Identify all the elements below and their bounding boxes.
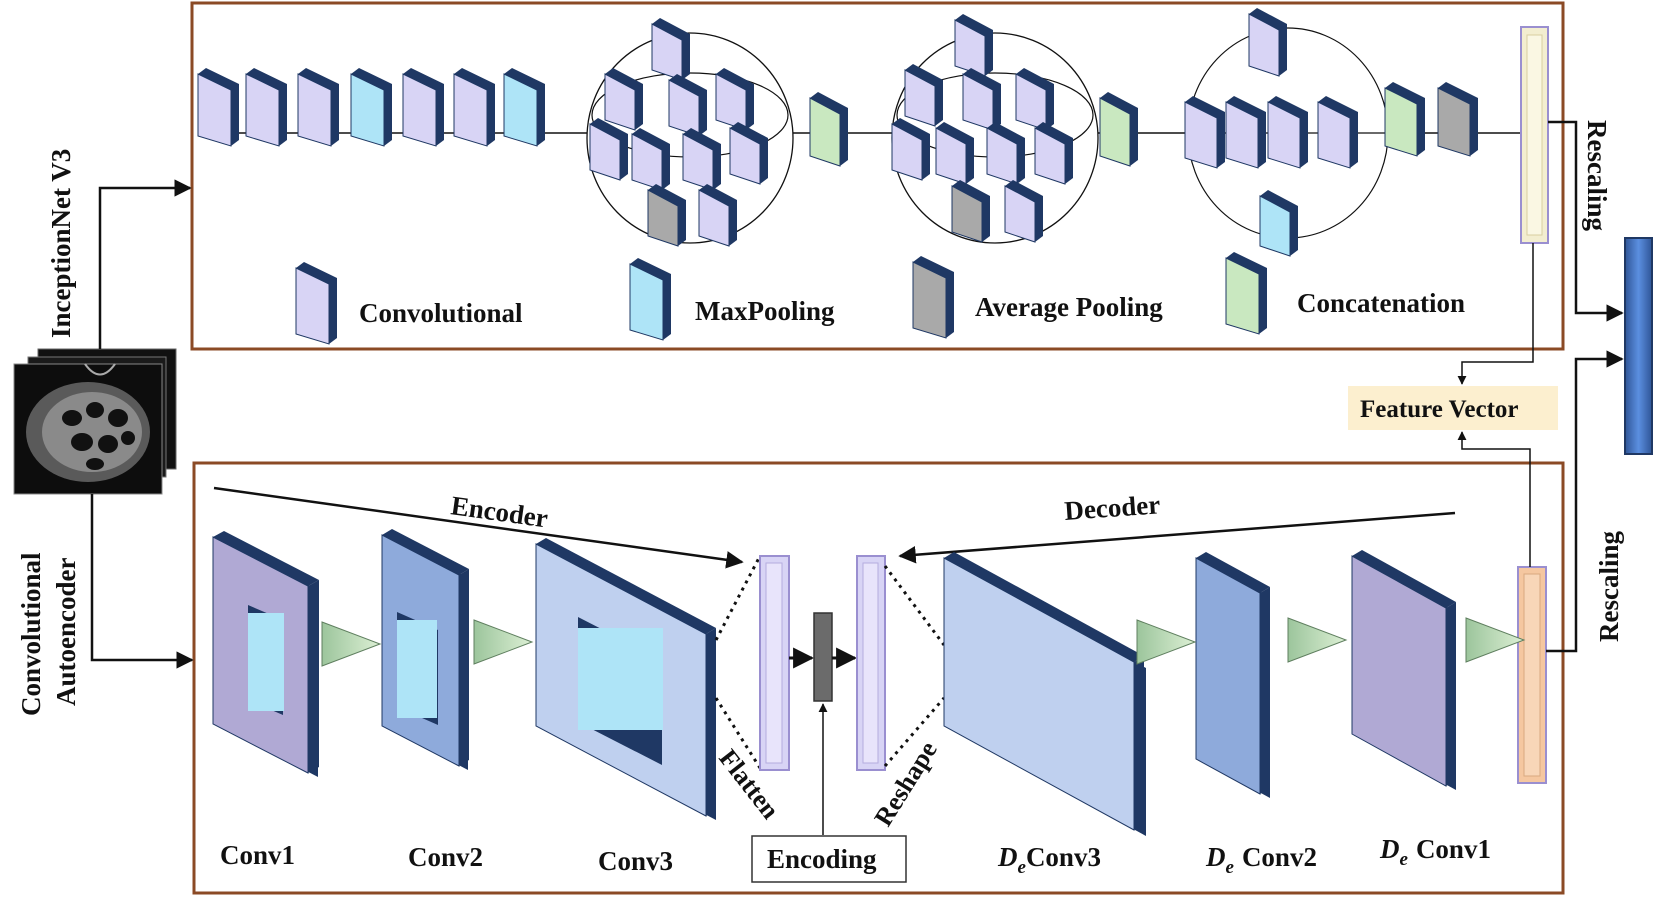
conv-block [589, 118, 628, 181]
concat-block [809, 92, 848, 167]
conv-block [651, 18, 690, 81]
feature-vector-label: Feature Vector [1360, 396, 1519, 423]
transition-triangle [473, 619, 534, 665]
inception-output-bar [1520, 26, 1549, 244]
transition-triangles [321, 617, 1526, 667]
legend-label-maxpooling: MaxPooling [695, 296, 835, 326]
input-to-autoencoder-arrow [90, 494, 194, 669]
autoencoder-label-line1: Convolutional [16, 552, 46, 716]
conv-block [729, 122, 768, 185]
conv-block [954, 14, 993, 77]
rescaling-bottom-label: Rescaling [1594, 531, 1624, 642]
conv-block [1184, 96, 1225, 169]
conv3-label: Conv3 [598, 846, 673, 876]
conv-block [402, 68, 444, 147]
conv-block [453, 68, 495, 147]
avgpool-block [647, 184, 686, 247]
decoder-label: Decoder [1063, 489, 1161, 526]
inception-frame [190, 1, 1565, 351]
encoding-bar [813, 612, 833, 702]
reshape-bar [856, 555, 886, 771]
conv-block [197, 68, 239, 147]
conv-block [1225, 96, 1266, 169]
conv-block [986, 122, 1025, 185]
conv-block [245, 68, 287, 147]
legend-swatch-maxpooling [629, 258, 671, 341]
conv-block [1317, 96, 1358, 169]
encoder-conv2-block [381, 529, 469, 770]
inception-label: InceptionNet V3 [46, 149, 76, 338]
legend-label-convolutional: Convolutional [359, 298, 523, 328]
encoder-conv1-block [212, 531, 319, 777]
conv-block [904, 64, 943, 127]
rescaling-top-label: Rescaling [1582, 120, 1612, 231]
concat-block [1384, 82, 1425, 157]
top-rescaling-arrow [1548, 120, 1624, 322]
maxpool-block [503, 68, 545, 147]
avgpool-block [1437, 82, 1478, 157]
maxpool-block [350, 68, 392, 147]
feature-vector-box [1348, 386, 1558, 430]
conv-block [1267, 96, 1308, 169]
legend-swatch-average-pooling [912, 256, 954, 339]
conv-block [935, 122, 974, 185]
flatten-bar [759, 555, 790, 771]
transition-triangle [1136, 619, 1197, 665]
encoding-label: Encoding [767, 844, 877, 874]
encoding-box [751, 835, 907, 883]
autoencoder-frame [192, 461, 1565, 895]
conv1-label: Conv1 [220, 840, 295, 870]
conv-block [682, 128, 721, 191]
legend-swatch-convolutional [295, 262, 337, 345]
conv-block [698, 184, 737, 247]
decoder-arrow [898, 511, 1456, 564]
conv-block [1034, 122, 1073, 185]
input-to-inception-arrow [98, 179, 192, 349]
conv2-label: Conv2 [408, 842, 483, 872]
bottom-rescaling-arrow [1546, 350, 1624, 653]
avgpool-block [951, 180, 990, 243]
concat-block [1099, 92, 1138, 167]
conv-block [891, 118, 930, 181]
conv-block [1248, 8, 1287, 77]
conv-block [297, 68, 339, 147]
autoencoder-output-bar [1517, 566, 1547, 784]
autoencoder-to-feature-arrow [1457, 431, 1531, 567]
decoder-conv2-block [1195, 552, 1270, 798]
legend [295, 252, 1267, 345]
conv-block [631, 128, 670, 191]
conv-block [604, 68, 643, 131]
transition-triangle [1287, 617, 1348, 663]
legend-label-concatenation: Concatenation [1297, 288, 1465, 318]
maxpool-block [1259, 190, 1298, 257]
decoder-conv1-block [1351, 550, 1456, 790]
conv-block [1015, 68, 1054, 131]
conv-block [1004, 180, 1043, 243]
ultrasound-image-stack [13, 348, 177, 495]
inception-blocks [197, 8, 1478, 257]
encoder-arrow [213, 486, 744, 569]
encoder-conv3-block [535, 538, 716, 820]
transition-triangle [321, 621, 382, 667]
decoder-conv3-block [943, 552, 1146, 836]
autoencoder-label-line2: Autoencoder [51, 558, 81, 706]
conv-block [668, 74, 707, 137]
deconv3-label: DeConv3 [997, 842, 1101, 878]
transition-triangle [1465, 617, 1526, 663]
legend-label-average-pooling: Average Pooling [975, 292, 1163, 322]
final-output-bar [1624, 237, 1653, 455]
legend-swatch-concatenation [1225, 252, 1267, 335]
conv-block [715, 68, 754, 131]
inception-to-feature-arrow [1457, 243, 1534, 385]
